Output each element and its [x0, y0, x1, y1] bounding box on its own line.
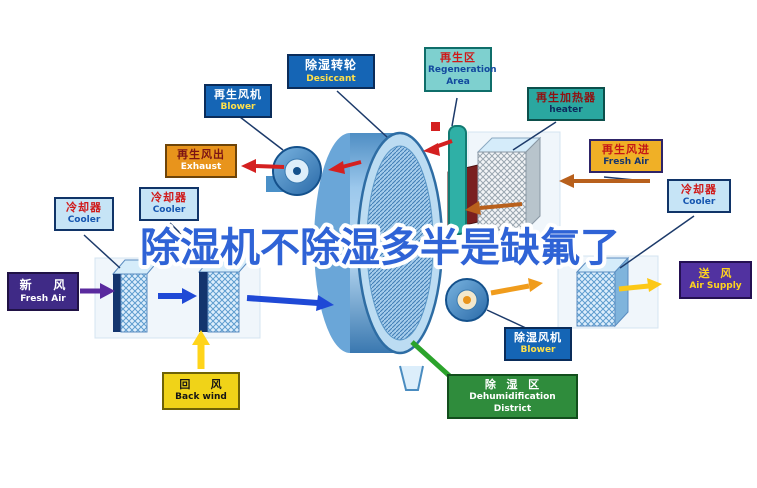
label-fresh-air: 新 风 Fresh Air	[7, 272, 79, 311]
label-desiccant-wheel-en: Desiccant	[306, 73, 356, 84]
label-regen-heater: 再生加热器 heater	[527, 87, 605, 121]
label-regen-blower-en: Blower	[220, 102, 256, 113]
label-regen-heater-zh: 再生加热器	[536, 91, 596, 104]
label-regeneration-area-zh: 再生区	[440, 51, 476, 64]
label-back-wind-en: Back wind	[175, 392, 227, 403]
label-cooler-mid-zh: 冷却器	[151, 191, 187, 204]
label-back-wind-zh: 回 风	[179, 378, 223, 391]
label-desiccant-wheel: 除湿转轮 Desiccant	[287, 54, 375, 89]
regen-sector-strip	[448, 125, 467, 235]
supply-fan	[445, 278, 489, 322]
heat-exchanger-left	[111, 259, 161, 333]
label-cooler-mid: 冷却器 Cooler	[139, 187, 199, 221]
arrows-supply	[490, 278, 662, 296]
label-dehumid-blower-zh: 除湿风机	[514, 331, 562, 344]
label-exhaust-zh: 再生风出	[177, 148, 225, 161]
label-regen-fresh-air: 再生风进 Fresh Air	[589, 139, 663, 173]
label-dehumid-area-en: Dehumidification District	[469, 392, 556, 414]
label-cooler-right-en: Cooler	[682, 197, 716, 208]
label-desiccant-wheel-zh: 除湿转轮	[304, 58, 357, 72]
label-fresh-air-en: Fresh Air	[20, 293, 66, 304]
label-regeneration-area-en: Regeneration Area	[428, 65, 497, 87]
label-regen-fresh-air-en: Fresh Air	[603, 157, 649, 168]
label-cooler-left-zh: 冷却器	[66, 201, 102, 214]
arrows-process-air	[158, 288, 334, 311]
arrow-return-air	[192, 330, 210, 369]
label-cooler-mid-en: Cooler	[152, 205, 186, 216]
heat-exchanger-right	[575, 256, 630, 328]
label-regen-blower-zh: 再生风机	[214, 88, 262, 101]
heat-exchanger-mid	[197, 255, 255, 333]
label-exhaust: 再生风出 Exhaust	[165, 144, 237, 178]
label-dehumid-area: 除 湿 区 Dehumidification District	[447, 374, 578, 419]
label-exhaust-en: Exhaust	[180, 162, 222, 173]
regen-fan	[266, 146, 322, 196]
label-air-supply-en: Air Supply	[689, 281, 742, 292]
label-cooler-right: 冷却器 Cooler	[667, 179, 731, 213]
label-cooler-left-en: Cooler	[67, 215, 101, 226]
arrows-regen-exhaust	[241, 122, 453, 174]
label-regen-blower: 再生风机 Blower	[204, 84, 272, 118]
arrows-regen-inlet	[465, 174, 650, 215]
label-dehumid-blower-en: Blower	[520, 345, 556, 356]
label-cooler-left: 冷却器 Cooler	[54, 197, 114, 231]
desiccant-wheel	[314, 131, 444, 391]
label-air-supply: 送 风 Air Supply	[679, 261, 752, 299]
arrow-fresh-air	[80, 283, 115, 299]
label-regen-heater-en: heater	[549, 105, 583, 116]
label-dehumid-blower: 除湿风机 Blower	[504, 327, 572, 361]
label-cooler-right-zh: 冷却器	[681, 183, 717, 196]
label-regeneration-area: 再生区 Regeneration Area	[424, 47, 497, 92]
label-regen-fresh-air-zh: 再生风进	[602, 143, 650, 156]
heater-exchanger	[476, 136, 542, 232]
label-air-supply-zh: 送 风	[698, 267, 733, 280]
label-fresh-air-zh: 新 风	[19, 278, 67, 292]
label-dehumid-area-zh: 除 湿 区	[484, 378, 541, 391]
label-back-wind: 回 风 Back wind	[162, 372, 240, 410]
wheel-bottom-duct	[399, 365, 424, 391]
